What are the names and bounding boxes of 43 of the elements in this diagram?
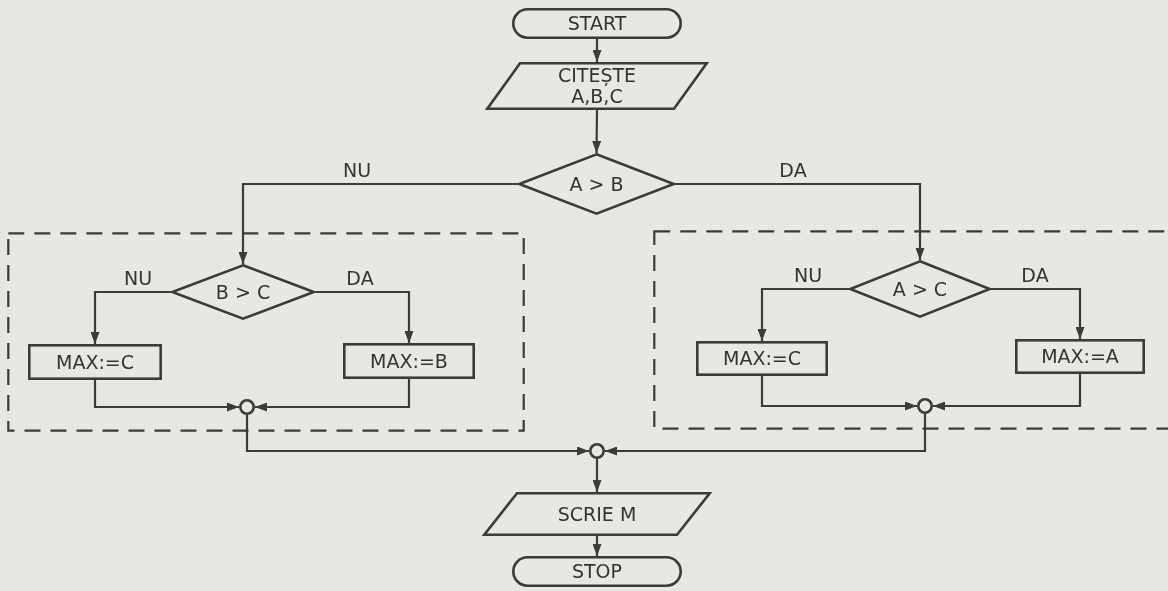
arrow [592,459,602,492]
arrow [991,287,1085,339]
process-box [28,344,162,380]
node-label: MAX:=C [723,348,801,369]
node-label: MAX:=A [1041,346,1119,367]
node-label: SCRIE M [557,503,637,525]
arrow [592,110,602,153]
process-box [343,343,475,379]
io-parallelogram [483,492,711,536]
arrow [93,380,239,412]
decision-diamond [171,264,315,320]
node-label: MAX:=C [56,351,134,373]
process-box [696,341,828,376]
node-label: A > B [569,173,624,195]
arrow [760,376,917,411]
arrow [90,290,171,344]
arrow [757,287,849,341]
arrow [315,290,414,343]
node-label: START [567,13,627,34]
junction-circle [589,443,605,459]
arrow [238,182,518,264]
node-label: CITEȘTE A,B,C [556,65,638,107]
arrow [592,536,602,556]
node-label: MAX:=B [370,350,448,372]
terminal-shape [512,556,682,587]
dashed-frame [653,230,1168,430]
node-label: A > C [892,278,948,300]
junction-circle [239,399,255,415]
junction-circle [917,398,933,414]
process-box [1015,339,1145,374]
arrow [592,39,602,62]
terminal-shape [512,8,682,39]
arrow [245,415,589,456]
arrow [675,182,925,260]
io-parallelogram [486,62,708,110]
arrow [605,414,927,456]
dashed-frame [7,232,525,432]
decision-diamond [518,153,675,215]
decision-diamond [849,260,991,318]
arrow [933,374,1082,411]
node-label: STOP [571,561,623,582]
arrow [255,379,411,412]
node-label: B > C [215,281,271,303]
